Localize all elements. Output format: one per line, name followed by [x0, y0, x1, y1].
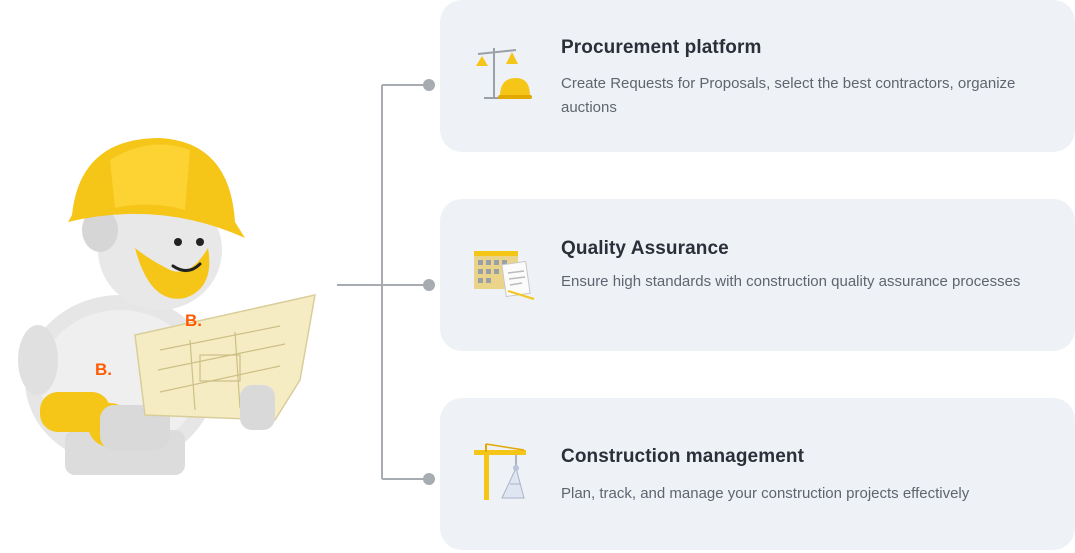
scales-helmet-icon — [476, 48, 532, 99]
card-procurement-platform[interactable]: Procurement platform Create Requests for… — [440, 0, 1075, 152]
card-description: Plan, track, and manage your constructio… — [561, 485, 970, 502]
card-title: Procurement platform — [561, 37, 762, 58]
card-title: Quality Assurance — [561, 238, 729, 259]
card-quality-assurance[interactable]: Quality Assurance Ensure high standards … — [440, 199, 1075, 351]
card-description: Ensure high standards with construction … — [561, 273, 1021, 290]
chest-badge: B. — [95, 360, 112, 379]
crane-icon — [474, 443, 526, 500]
robot-builder-illustration: B. B. — [18, 138, 316, 475]
card-description: Create Requests for Proposals, select th… — [561, 75, 1016, 116]
blueprint-badge: B. — [185, 311, 202, 330]
card-title: Construction management — [561, 446, 804, 467]
card-construction-management[interactable]: Construction management Plan, track, and… — [440, 398, 1075, 550]
building-checklist-icon — [474, 251, 535, 300]
